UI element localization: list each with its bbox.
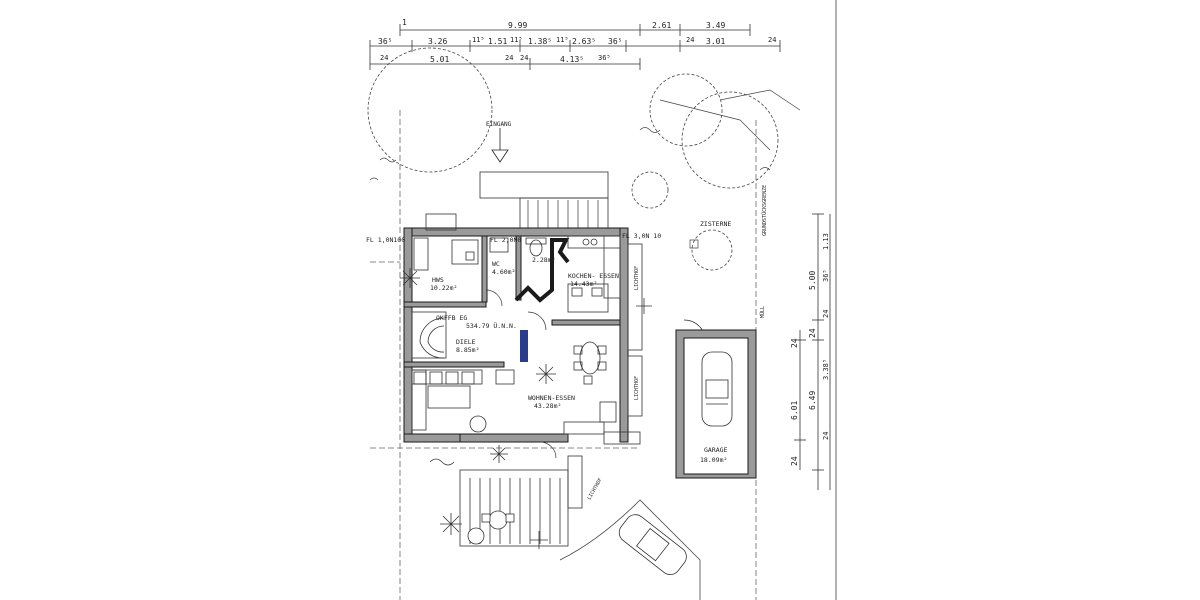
label-lichthof-1: LICHTHOF	[634, 266, 640, 290]
room-small-area: 2.28m²	[532, 256, 555, 264]
label-mull: MÜLL	[759, 306, 766, 318]
dim-right-2: 6.01	[790, 401, 799, 420]
room-kochen-name: KOCHEN- ESSEN	[568, 272, 619, 280]
dim-right-7: 1.13	[822, 233, 830, 250]
room-kochen-area: 14.43m²	[570, 280, 597, 288]
kitchen-counters	[567, 235, 621, 313]
dim-right-1: 24	[790, 338, 799, 348]
room-diele-name: DIELE	[456, 338, 476, 346]
room-hws-name: HWS	[432, 276, 444, 284]
dim-r3-4: 24	[520, 54, 528, 62]
tree-small-icon	[691, 229, 733, 271]
room-wohnen-name: WOHNEN-ESSEN	[528, 394, 575, 402]
spiral-stair	[411, 311, 447, 359]
label-nn: 534.79 Ü.N.N.	[466, 321, 517, 330]
right-dimension-lines	[794, 213, 831, 490]
dim-r3-3: 24	[505, 54, 513, 62]
dim-r2-10: 24	[686, 36, 694, 44]
tree-right-icon	[649, 73, 723, 147]
room-garage-name: GARAGE	[704, 446, 728, 454]
dim-right-9: 24	[822, 310, 830, 318]
dim-r2-9: 36⁵	[608, 37, 622, 46]
dim-r2-5: 11⁵	[510, 36, 523, 44]
dim-r3-1: 24	[380, 54, 388, 62]
dim-r2-8: 2.63⁵	[572, 37, 596, 46]
dim-right-6: 6.49	[808, 391, 817, 410]
dim-r2-12: 24	[768, 36, 776, 44]
car-icon	[701, 351, 733, 427]
entrance-arrow-icon	[491, 128, 509, 163]
dim-top-4: 3.49	[706, 21, 725, 30]
room-wc-area: 4.60m²	[492, 268, 515, 276]
bottom-terrace	[459, 469, 569, 547]
dim-right-8: 36⁵	[822, 269, 830, 282]
dim-r2-1: 36⁵	[378, 37, 392, 46]
label-fl-wc: FL 2,0N0	[490, 236, 521, 244]
dim-top-2: 9.99	[508, 21, 527, 30]
dim-r3-2: 5.01	[430, 55, 449, 64]
label-fl-left: FL 1,0N100	[366, 236, 405, 244]
dim-right-10: 3.38⁵	[822, 359, 830, 380]
entrance-label: EINGANG	[486, 121, 512, 128]
dim-r2-11: 3.01	[706, 37, 725, 46]
shrub-icon	[631, 171, 669, 209]
dim-right-5: 24	[808, 328, 817, 338]
dim-r2-3: 11⁵	[472, 36, 485, 44]
dim-r2-4: 1.51	[488, 37, 507, 46]
dim-right-3: 24	[790, 456, 799, 466]
dim-r3-5: 4.13⁵	[560, 55, 584, 64]
label-fl-right: FL 3,0N 10	[622, 232, 661, 240]
dim-right-11: 24	[822, 432, 830, 440]
tree-right-2-icon	[681, 91, 779, 189]
dim-r2-7: 11⁵	[556, 36, 569, 44]
dim-top-3: 2.61	[652, 21, 671, 30]
top-stairs	[527, 200, 599, 228]
room-wohnen-area: 43.28m²	[534, 402, 561, 410]
room-diele-area: 8.85m²	[456, 346, 479, 354]
dim-r2-6: 1.38⁵	[528, 37, 552, 46]
room-garage-area: 18.09m²	[700, 456, 727, 464]
room-wc-name: WC	[492, 260, 500, 268]
garage	[675, 329, 757, 479]
label-grenze: GRUNDSTÜCKSGRENZE	[761, 185, 768, 236]
trees	[367, 47, 779, 271]
room-hws-area: 10.22m²	[430, 284, 457, 292]
door-marker-icon	[520, 330, 528, 362]
dim-top-1: 1	[402, 18, 407, 27]
label-ok-ffb: OKFFB EG	[436, 314, 467, 322]
plants	[400, 268, 652, 549]
dim-r3-6: 36⁵	[598, 54, 611, 62]
driveway-car-icon	[618, 514, 687, 576]
kitchen-wall	[514, 238, 570, 303]
dim-r2-2: 3.26	[428, 37, 447, 46]
tree-large-left-icon	[367, 47, 493, 173]
label-lichthof-2: LICHTHOF	[634, 376, 640, 400]
label-zisterne: ZISTERNE	[700, 220, 731, 228]
top-dimension-lines	[369, 24, 781, 70]
living-furniture	[411, 341, 617, 435]
dim-right-4: 5.00	[808, 271, 817, 290]
